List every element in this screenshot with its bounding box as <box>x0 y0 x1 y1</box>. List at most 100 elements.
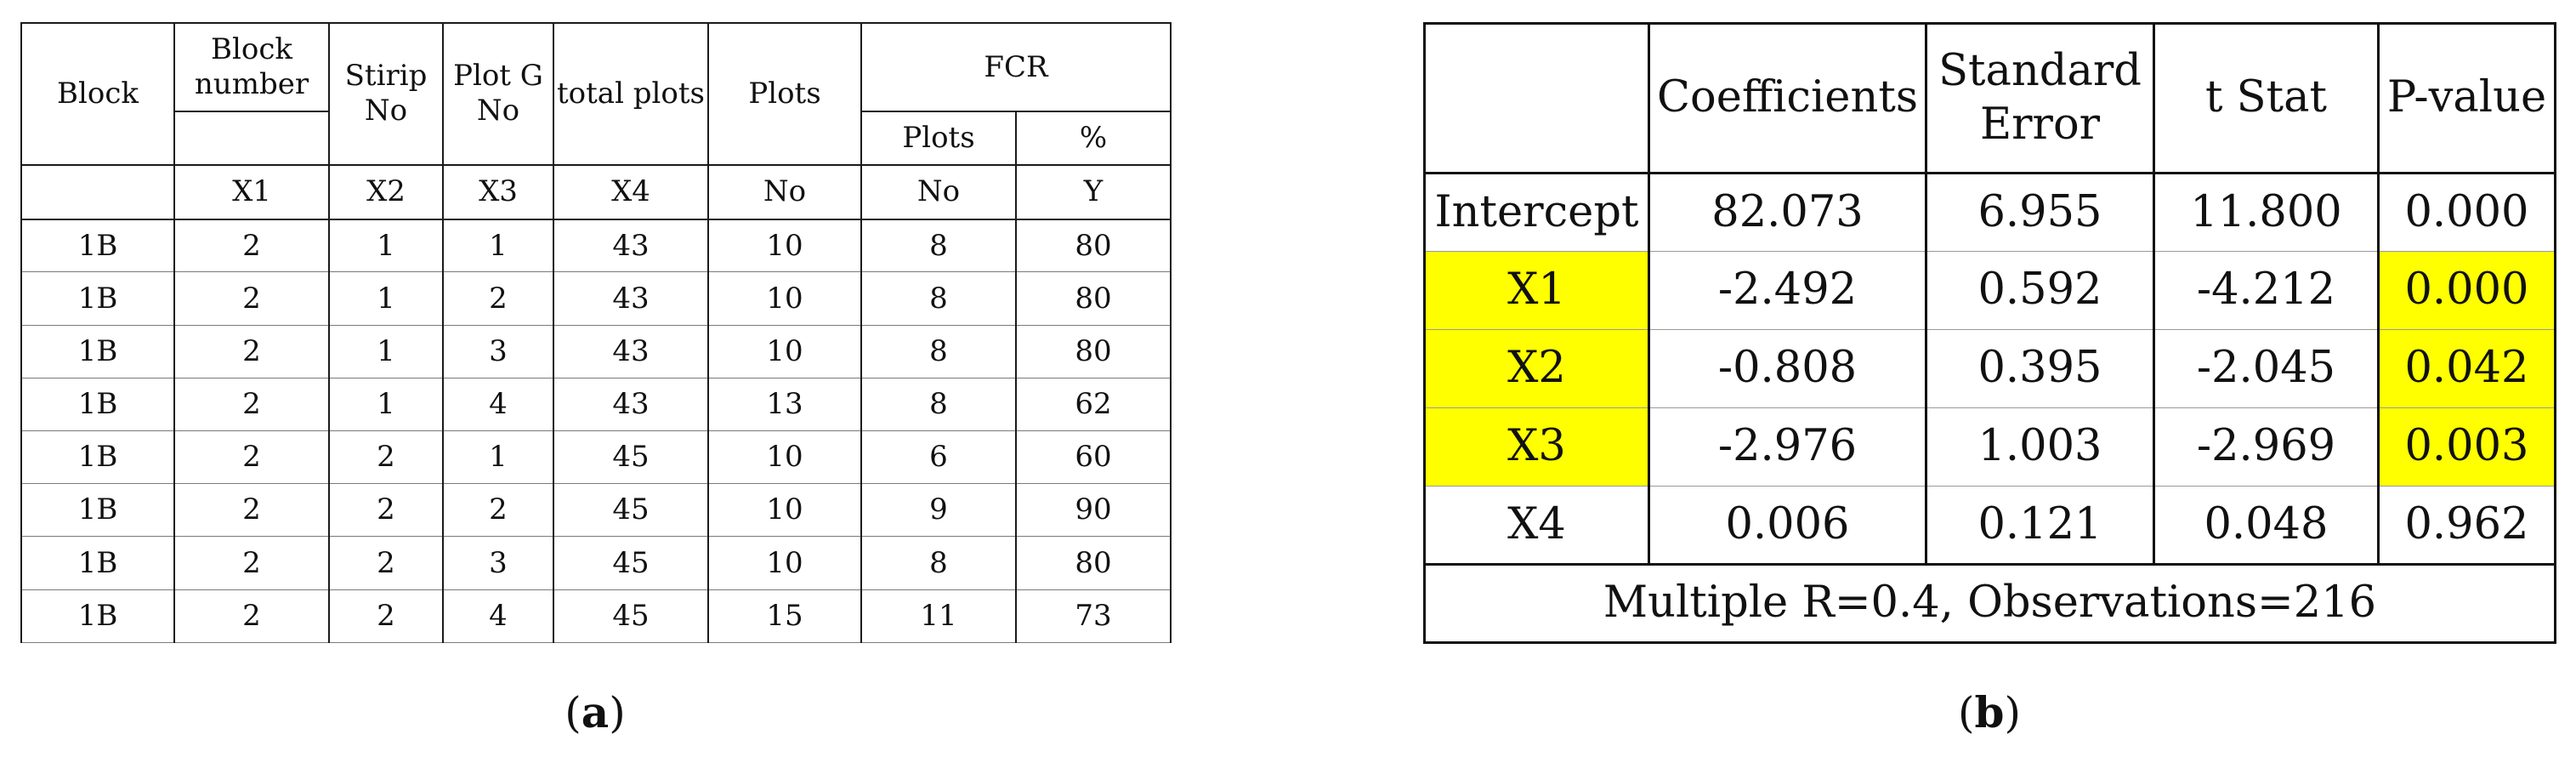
table-cell: 10 <box>707 536 862 590</box>
table-row: 1B 2 1 3 43 10 8 80 <box>20 324 1172 378</box>
row-label: Intercept <box>1423 173 1650 252</box>
table-cell: 82.073 <box>1648 173 1927 252</box>
table-cell: 1 <box>328 219 444 273</box>
table-cell: 1B <box>20 536 175 590</box>
table-cell: 1B <box>20 589 175 644</box>
header-block-number: Block number <box>173 21 330 113</box>
p-value-highlighted: 0.042 <box>2377 329 2556 408</box>
header-total-plots: total plots <box>553 22 709 166</box>
table-cell: 2 <box>173 536 330 590</box>
var-cell: X2 <box>328 163 444 220</box>
table-cell: 1 <box>328 377 444 432</box>
header-fcr: FCR <box>860 21 1172 113</box>
table-cell: 1 <box>442 430 554 485</box>
var-cell: X1 <box>173 163 330 220</box>
table-cell: 2 <box>328 430 444 485</box>
table-cell: 8 <box>860 219 1017 273</box>
table-row: X3 -2.976 1.003 -2.969 0.003 <box>1423 407 2556 487</box>
caption-a: (a) <box>565 687 626 737</box>
table-cell: 3 <box>442 324 554 378</box>
table-cell: 1 <box>328 271 444 326</box>
table-cell: 0.121 <box>1925 486 2155 565</box>
table-cell: 1B <box>20 483 175 538</box>
table-cell: 8 <box>860 271 1017 326</box>
table-row: 1B 2 2 2 45 10 9 90 <box>20 483 1172 538</box>
header-plots: Plots <box>707 22 862 166</box>
table-cell: 1 <box>442 219 554 273</box>
table-cell: 1.003 <box>1925 407 2155 487</box>
table-cell: 0.006 <box>1648 486 1927 565</box>
var-cell: X4 <box>553 163 709 220</box>
table-cell: 2 <box>328 536 444 590</box>
table-row: 1B 2 2 1 45 10 6 60 <box>20 430 1172 485</box>
table-cell: 10 <box>707 271 862 326</box>
header-plot-g-no: Plot G No <box>442 22 554 166</box>
table-cell: -2.976 <box>1648 407 1927 487</box>
header-fcr-percent: % <box>1015 111 1172 166</box>
table-cell: 0.000 <box>2377 173 2556 252</box>
header-p-value: P-value <box>2377 22 2556 174</box>
table-cell: 8 <box>860 536 1017 590</box>
caption-b: (b) <box>1958 687 2021 737</box>
row-label: X4 <box>1423 486 1650 565</box>
table-cell: 10 <box>707 219 862 273</box>
table-cell: 8 <box>860 377 1017 432</box>
table-cell: 6.955 <box>1925 173 2155 252</box>
table-cell: 2 <box>328 483 444 538</box>
table-row: 1B 2 1 1 43 10 8 80 <box>20 219 1172 273</box>
table-cell: 11 <box>860 589 1017 644</box>
caption-b-letter: b <box>1974 687 2005 737</box>
table-cell: 0.048 <box>2153 486 2380 565</box>
header-block: Block <box>20 22 175 166</box>
table-cell: 10 <box>707 324 862 378</box>
table-cell: 1 <box>328 324 444 378</box>
table-cell: 1B <box>20 271 175 326</box>
var-cell <box>20 163 175 220</box>
table-cell: 73 <box>1015 589 1172 644</box>
table-row: 1B 2 2 4 45 15 11 73 <box>20 589 1172 644</box>
var-cell: X3 <box>442 163 554 220</box>
table-cell: 43 <box>553 219 709 273</box>
table-cell: 45 <box>553 430 709 485</box>
table-cell: 2 <box>173 377 330 432</box>
table-footer: Multiple R=0.4, Observations=216 <box>1423 563 2556 644</box>
table-row: X1 -2.492 0.592 -4.212 0.000 <box>1423 251 2556 330</box>
var-cell: No <box>860 163 1017 220</box>
table-cell: 62 <box>1015 377 1172 432</box>
table-row: 1B 2 2 3 45 10 8 80 <box>20 536 1172 590</box>
table-cell: 2 <box>173 589 330 644</box>
header-fcr-plots: Plots <box>860 111 1017 166</box>
table-cell: 43 <box>553 271 709 326</box>
table-cell: -2.045 <box>2153 329 2380 408</box>
header-blank <box>1423 22 1650 174</box>
table-cell: 45 <box>553 483 709 538</box>
table-cell: 3 <box>442 536 554 590</box>
table-cell: -4.212 <box>2153 251 2380 330</box>
table-cell: 2 <box>173 271 330 326</box>
table-cell: 15 <box>707 589 862 644</box>
row-label-highlighted: X1 <box>1423 251 1650 330</box>
table-row: 1B 2 1 4 43 13 8 62 <box>20 377 1172 432</box>
table-cell: 6 <box>860 430 1017 485</box>
table-b: Coefficients Standard Error t Stat P-val… <box>1423 22 2556 644</box>
table-cell: 2 <box>328 589 444 644</box>
table-cell: 80 <box>1015 324 1172 378</box>
table-cell: 0.592 <box>1925 251 2155 330</box>
table-cell: 10 <box>707 483 862 538</box>
table-cell: 2 <box>442 271 554 326</box>
header-strip-no: Stirip No <box>328 22 444 166</box>
table-cell: 2 <box>442 483 554 538</box>
table-row: X2 -0.808 0.395 -2.045 0.042 <box>1423 329 2556 408</box>
header-t-stat: t Stat <box>2153 22 2380 174</box>
table-cell: -0.808 <box>1648 329 1927 408</box>
table-cell: 8 <box>860 324 1017 378</box>
table-cell: 80 <box>1015 271 1172 326</box>
row-label-highlighted: X3 <box>1423 407 1650 487</box>
row-label-highlighted: X2 <box>1423 329 1650 408</box>
table-cell: 4 <box>442 589 554 644</box>
table-row: 1B 2 1 2 43 10 8 80 <box>20 271 1172 326</box>
table-cell: 43 <box>553 377 709 432</box>
var-cell: Y <box>1015 163 1172 220</box>
table-cell: 45 <box>553 589 709 644</box>
header-block-number-blank <box>173 111 330 166</box>
